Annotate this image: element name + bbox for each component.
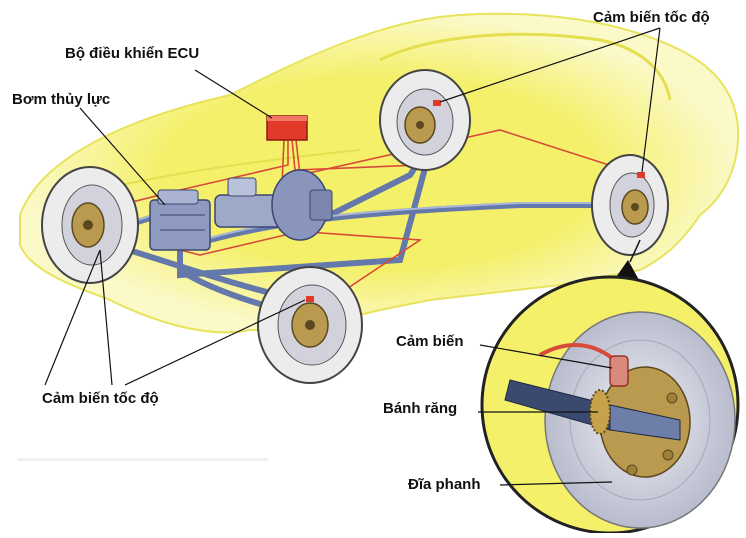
leader-lines [44, 27, 661, 486]
hydraulic-pump [149, 189, 211, 251]
label-speed-sensor-top: Cảm biến tốc độ [593, 9, 710, 26]
label-gear: Bánh răng [383, 400, 458, 417]
car-body [19, 12, 740, 334]
label-speed-sensor-bottom: Cảm biến tốc độ [42, 390, 159, 407]
label-disc: Đĩa phanh [408, 476, 481, 493]
label-ecu: Bộ điều khiển ECU [65, 45, 200, 62]
window-outline [379, 32, 672, 101]
ecu-unit [266, 115, 308, 141]
wheel-rear-right [591, 154, 669, 256]
zoom-detail [480, 275, 740, 535]
wheel-rear-left [379, 69, 471, 171]
wheel-front-left [41, 166, 139, 284]
faint-bar [18, 458, 268, 461]
label-sensor: Cảm biến [396, 333, 464, 350]
wheel-front-right [257, 266, 363, 384]
label-pump: Bơm thủy lực [12, 91, 111, 108]
master-cylinder [214, 169, 333, 241]
